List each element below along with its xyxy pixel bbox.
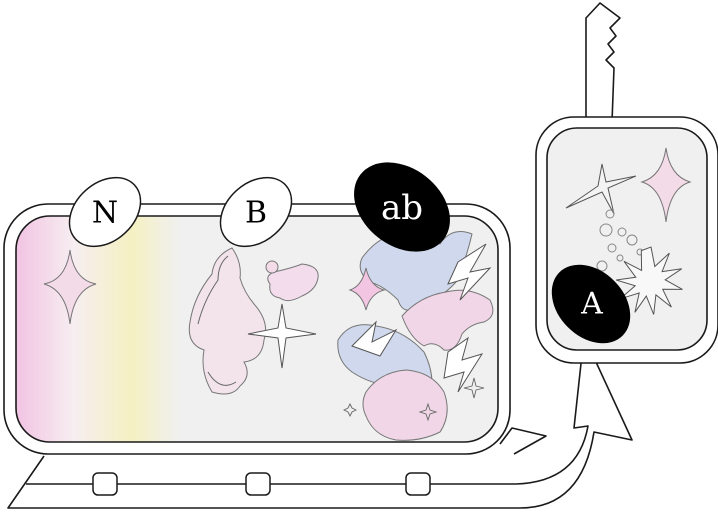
bubble-icon xyxy=(605,209,615,219)
lightning-icon xyxy=(351,320,398,357)
lightning-icon xyxy=(443,336,484,393)
label-a: A xyxy=(551,264,631,344)
blob-shape xyxy=(188,247,267,395)
label-b-bubble xyxy=(219,176,293,248)
bubble-icon xyxy=(626,234,638,246)
bubble-icon xyxy=(596,260,608,272)
bubble-icon xyxy=(607,243,617,253)
label-ab-text: ab xyxy=(381,188,423,228)
four-point-star-icon xyxy=(348,267,386,311)
control-knob-icon xyxy=(92,472,118,496)
label-n: N xyxy=(68,176,142,248)
control-knob-icon xyxy=(245,472,271,496)
sparkle-icon xyxy=(418,402,438,422)
sparkle-icon xyxy=(342,402,358,418)
pink-figure xyxy=(362,369,448,441)
bubble-icon xyxy=(599,223,613,237)
blob-shape-inner xyxy=(197,255,237,386)
bubble-icon xyxy=(617,227,627,237)
base-tray xyxy=(7,335,633,509)
bubble-icon xyxy=(265,260,279,274)
four-point-star-icon xyxy=(640,147,692,223)
sparkle-icon xyxy=(247,303,317,369)
label-n-bubble xyxy=(68,176,142,248)
sparkle-icon xyxy=(463,377,485,399)
control-knob-icon xyxy=(405,472,431,496)
label-a-bubble xyxy=(551,264,631,344)
label-ab: ab xyxy=(354,162,450,252)
four-point-star-icon xyxy=(43,249,97,325)
key-shaft xyxy=(585,2,621,123)
base-back-edge xyxy=(499,427,547,455)
pink-hand xyxy=(401,289,494,351)
bubble-icon xyxy=(616,254,624,262)
starburst-icon xyxy=(616,246,683,315)
lightning-icon xyxy=(447,243,492,301)
label-b: B xyxy=(219,176,293,248)
label-b-text: B xyxy=(245,196,267,231)
label-a-text: A xyxy=(580,287,603,322)
label-n-text: N xyxy=(92,196,118,231)
label-ab-bubble xyxy=(354,162,450,252)
